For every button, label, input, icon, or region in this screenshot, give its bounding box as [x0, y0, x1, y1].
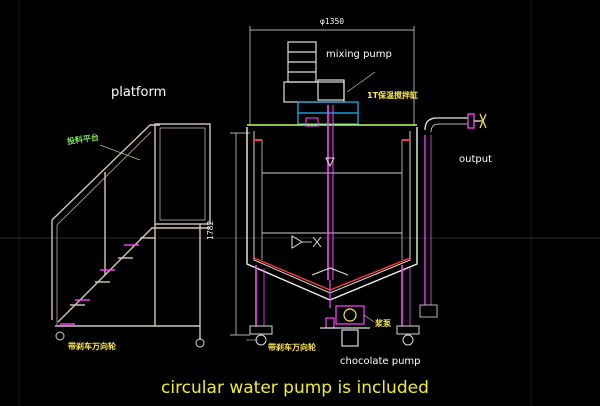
note-caption: circular water pump is included: [161, 378, 429, 398]
triangle-marker-icon: [325, 157, 335, 168]
platform-inner-box: [159, 127, 206, 221]
platform-wheel-label: 带刹车万向轮: [68, 342, 116, 351]
leader-mixing-pump: [346, 71, 376, 93]
pump-valve: [325, 317, 335, 329]
output-label: output: [459, 154, 492, 165]
pipe-flange: [467, 113, 475, 129]
platform-top-box: [154, 123, 211, 225]
dimension-lines: [230, 26, 415, 336]
tank-foot: [396, 325, 420, 335]
wheel-icon: [195, 338, 205, 348]
pipe-base: [419, 304, 438, 318]
platform-label: platform: [111, 85, 167, 100]
tank-inlet: [305, 117, 319, 127]
tank-bottom-band: [329, 257, 411, 291]
stair-handrail: [51, 124, 160, 221]
wheel-icon: [55, 331, 65, 341]
platform-stairs: [51, 123, 211, 340]
pump-label: 浆泵: [375, 319, 391, 328]
tank-label: 1T保温搅拌缸: [367, 91, 419, 100]
leader-feeding-platform: [99, 144, 141, 161]
tank-wheel-label: 带刹车万向轮: [268, 343, 316, 352]
mixing-tank: [246, 105, 418, 301]
pipe-bend: [424, 117, 468, 131]
dimension-width-label: φ1350: [320, 17, 345, 26]
output-pipe: [419, 113, 487, 318]
gearbox: [283, 81, 345, 103]
stair-accents: [60, 244, 139, 325]
chocolate-pump: [320, 280, 370, 347]
tank-bottom-band: [253, 257, 331, 291]
stair-stringer: [57, 227, 210, 323]
dimension-height-label: 1782: [206, 220, 215, 240]
mixing-pump-label: mixing pump: [326, 49, 392, 60]
leader-pump: [363, 314, 375, 323]
stair-handrail-inner: [56, 131, 152, 226]
wheel-icon: [402, 334, 414, 346]
tank-foot: [249, 325, 273, 335]
cross-mark-icon: [312, 236, 322, 248]
chocolate-pump-label: chocolate pump: [340, 356, 421, 367]
gearbox-side: [317, 79, 345, 101]
pump-motor: [341, 329, 359, 347]
valve-handle-icon: [479, 113, 487, 129]
pipe-bend-inner: [430, 123, 468, 133]
flow-arrow-icon: [291, 235, 303, 249]
tank-legs: [255, 265, 411, 326]
tank-outer-wall: [246, 127, 418, 301]
stair-wheels: [55, 331, 205, 348]
bottom-scraper: [311, 267, 349, 276]
pump-impeller-icon: [343, 308, 357, 322]
